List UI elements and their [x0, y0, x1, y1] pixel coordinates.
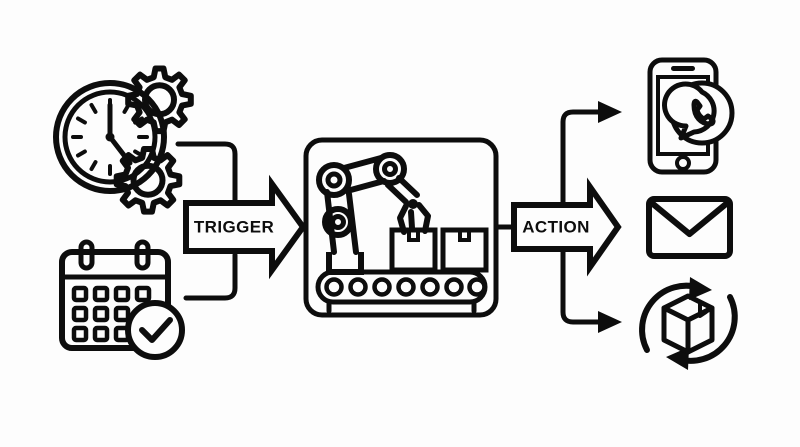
conveyor-rollers	[324, 277, 487, 297]
trigger-arrow-shape	[183, 174, 307, 280]
calendar-check-badge	[125, 300, 185, 360]
arrowhead-phone	[598, 101, 622, 123]
action-arrow: ACTION	[511, 177, 622, 277]
clock-with-gears-icon	[53, 65, 194, 215]
arrowhead-package	[598, 311, 622, 333]
phone-home-button	[675, 155, 691, 171]
smartphone-whatsapp-icon	[647, 57, 735, 175]
connector-clock-to-trigger	[175, 141, 238, 203]
clock-center-pin	[105, 132, 115, 142]
robot-upper-arm-bottom	[344, 178, 387, 194]
sync-arrowhead-top	[689, 277, 712, 300]
robot-forearm-a	[396, 175, 420, 198]
calendar-body	[59, 249, 171, 351]
gear-upper-icon	[125, 65, 194, 135]
robot-forearm-b	[385, 182, 409, 205]
clock-inner-ring	[62, 89, 158, 185]
envelope-body	[646, 196, 733, 259]
calendar-check-icon	[59, 239, 185, 360]
robot-gripper-pivot	[408, 199, 418, 209]
envelope-icon	[646, 196, 733, 259]
parcel-tape	[698, 300, 708, 318]
robot-upper-arm-top	[341, 155, 384, 171]
robot-elbow-pin	[330, 214, 346, 230]
trigger-arrow: TRIGGER	[183, 174, 307, 280]
gear-lower-hub	[130, 162, 166, 198]
connector-action-to-phone	[560, 101, 622, 208]
robot-shoulder-joint	[316, 162, 352, 198]
gear-upper-hub	[142, 82, 177, 118]
sync-arrowhead-bottom	[666, 347, 689, 370]
action-arrow-shape	[511, 177, 622, 277]
action-label: ACTION	[522, 217, 590, 236]
robot-shoulder-pin	[325, 171, 343, 189]
robot-gripper-finger-right	[416, 202, 431, 234]
check-mark-icon	[139, 317, 173, 343]
whatsapp-handset	[691, 98, 716, 127]
connector-action-to-package	[560, 246, 622, 333]
robot-gripper-finger-center	[408, 209, 415, 231]
phone-speaker	[671, 66, 695, 71]
gear-lower-icon	[113, 146, 183, 215]
clock-outer-ring	[53, 80, 167, 194]
robot-gripper-finger-left	[397, 203, 409, 235]
parcel-box	[661, 293, 715, 355]
trigger-label: TRIGGER	[194, 217, 274, 236]
envelope-flap	[650, 201, 729, 237]
connector-calendar-to-trigger	[183, 252, 238, 301]
robot-elbow-joint	[322, 206, 354, 238]
package-sync-icon	[639, 277, 738, 370]
robot-wrist-pin	[382, 161, 398, 177]
